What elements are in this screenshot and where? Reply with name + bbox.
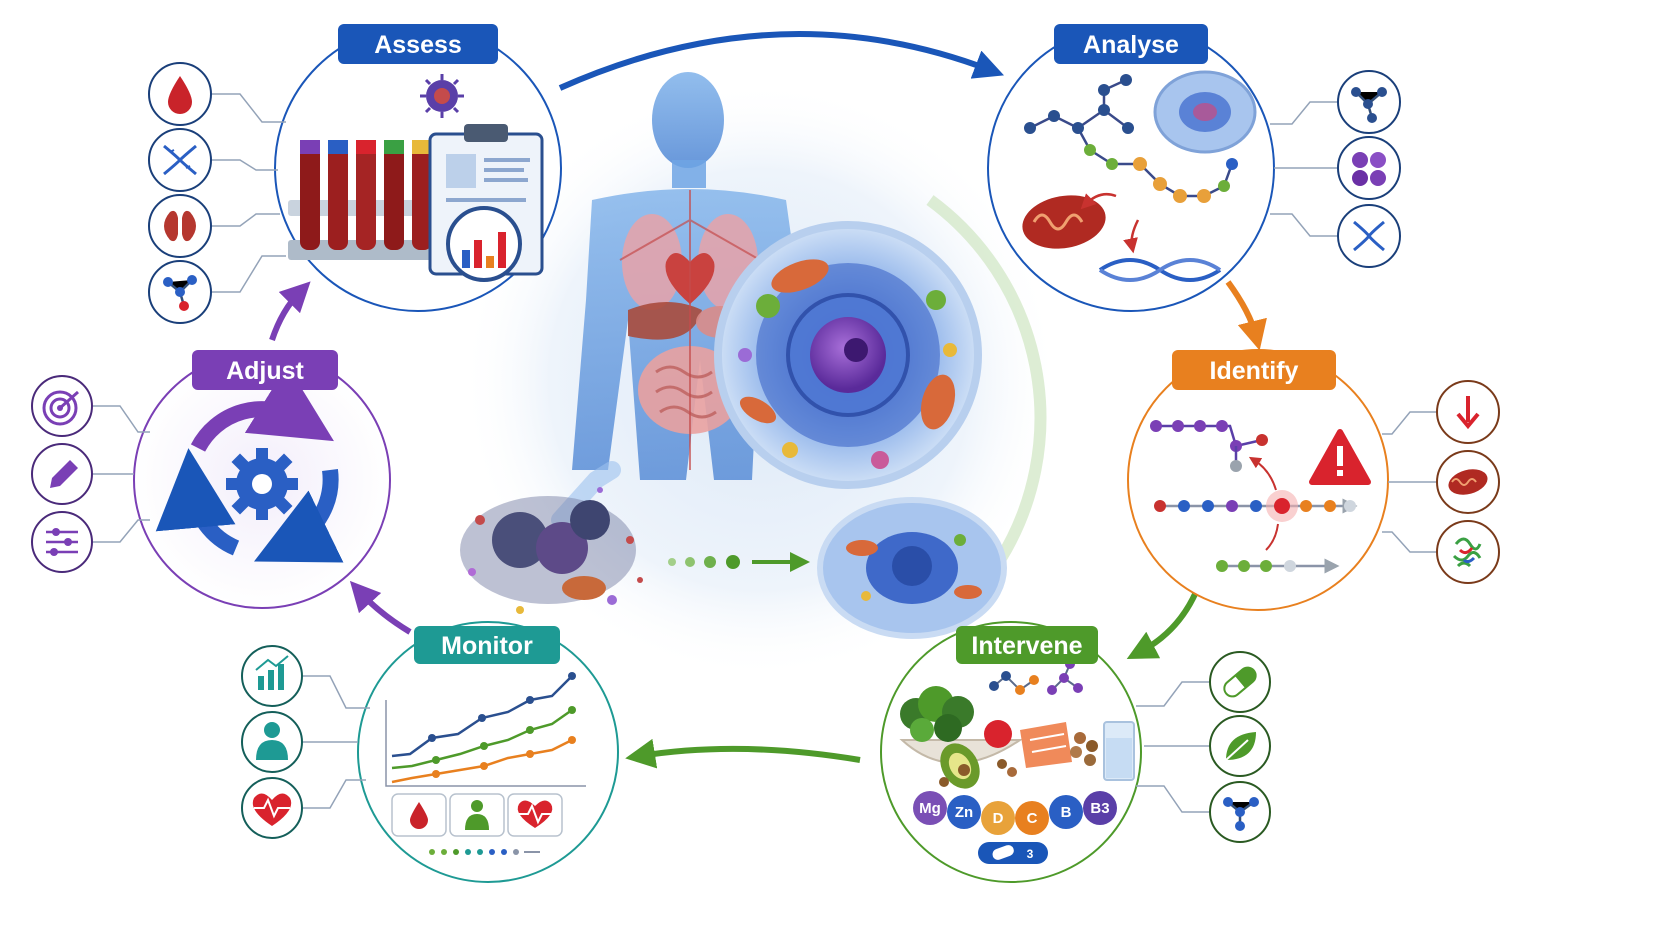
center-illustration xyxy=(460,72,1060,680)
dna-strand-illustration xyxy=(1098,258,1222,282)
person-card xyxy=(449,793,505,837)
dna-icon xyxy=(1337,204,1401,268)
virus-illustration xyxy=(420,74,464,118)
stage-identify: Identify xyxy=(1127,349,1500,611)
person-icon xyxy=(241,711,303,773)
stage-label-assess: Assess xyxy=(338,24,498,64)
mitochondria-icon xyxy=(1436,450,1500,514)
nutrient-label: C xyxy=(1027,810,1038,827)
nutrient-badge: C xyxy=(1015,801,1049,835)
stage-label-text: Identify xyxy=(1210,357,1299,385)
molecular-pathway-illustration xyxy=(1024,74,1238,203)
stage-label-text: Analyse xyxy=(1083,31,1179,59)
stage-monitor: Monitor xyxy=(241,621,619,883)
pathway-disruption-illustration xyxy=(1150,420,1358,574)
arrow-assess-to-analyse xyxy=(558,31,1005,91)
restored-cell-illustration xyxy=(817,497,1007,639)
heartbeat-icon xyxy=(241,777,303,839)
protein-icon xyxy=(1436,520,1500,584)
magnifier-chart-illustration xyxy=(446,206,522,282)
stage-label-text: Intervene xyxy=(971,632,1082,660)
test-tubes-illustration xyxy=(288,140,448,260)
gear-icon xyxy=(226,448,298,520)
blood-drop-card xyxy=(391,793,447,837)
warning-icon xyxy=(1309,429,1371,485)
stage-assess: Assess xyxy=(148,24,562,324)
stage-label-monitor: Monitor xyxy=(414,626,560,664)
nutrient-badge: B xyxy=(1049,795,1083,829)
capsule-icon xyxy=(1209,651,1271,713)
nutrient-badge: B3 xyxy=(1083,791,1117,825)
arrow-analyse-to-identify xyxy=(1225,280,1267,351)
bar-chart-icon xyxy=(241,645,303,707)
identify-connectors xyxy=(1382,411,1437,553)
heartbeat-card xyxy=(507,793,563,837)
stage-label-adjust: Adjust xyxy=(192,350,338,390)
nutrient-label: B3 xyxy=(1090,800,1109,817)
analyse-connectors xyxy=(1270,101,1338,237)
down-arrow-icon xyxy=(1436,380,1500,444)
sliders-icon xyxy=(31,511,93,573)
damaged-cell-illustration xyxy=(460,487,643,614)
dna-icon xyxy=(148,128,212,192)
molecule-icon xyxy=(1337,70,1401,134)
nutrient-label: B xyxy=(1061,804,1072,821)
stage-label-analyse: Analyse xyxy=(1054,24,1208,64)
nutrient-label: Zn xyxy=(955,804,973,821)
stage-label-text: Monitor xyxy=(441,632,533,660)
healthy-cell-illustration xyxy=(714,221,982,489)
nutrient-label: Mg xyxy=(919,800,941,817)
cycle-arrows xyxy=(269,31,1267,769)
pencil-icon xyxy=(31,443,93,505)
arrow-monitor-to-adjust xyxy=(349,580,412,635)
trend-chart-illustration xyxy=(385,672,586,787)
stage-intervene: Mg Zn D C B B3 xyxy=(880,621,1271,883)
stage-label-intervene: Intervene xyxy=(956,626,1098,664)
stage-label-text: Assess xyxy=(374,31,462,59)
arrow-intervene-to-monitor xyxy=(625,738,861,769)
arrow-identify-to-intervene xyxy=(1126,590,1199,659)
stage-adjust: Adjust xyxy=(31,350,391,609)
stage-label-identify: Identify xyxy=(1172,350,1336,390)
assess-connectors xyxy=(211,93,286,293)
transition-arrow xyxy=(668,552,810,572)
supplement-pill-badge: 3 xyxy=(978,842,1048,864)
molecule-icon xyxy=(148,260,212,324)
nutrient-badges: Mg Zn D C B B3 xyxy=(913,791,1117,835)
progress-dots xyxy=(429,849,540,855)
nutrient-badge: Zn xyxy=(947,795,981,829)
intervene-connectors xyxy=(1136,681,1210,813)
nutrient-badge: D xyxy=(981,801,1015,835)
target-icon xyxy=(31,375,93,437)
stage-label-text: Adjust xyxy=(226,357,304,385)
refresh-cycle-illustration xyxy=(155,364,344,563)
adjust-connectors xyxy=(92,405,150,543)
nutrient-badge: Mg xyxy=(913,791,947,825)
supplement-count: 3 xyxy=(1027,847,1034,861)
molecule-icon xyxy=(1209,781,1271,843)
food-nutrition-illustration xyxy=(899,659,1135,789)
nutrient-label: D xyxy=(993,810,1004,827)
kidney-icon xyxy=(148,194,212,258)
blood-drop-icon xyxy=(148,62,212,126)
arrow-adjust-to-assess xyxy=(269,281,311,341)
cell-small-illustration xyxy=(1153,70,1257,154)
monitor-connectors xyxy=(302,675,370,809)
monitor-mini-cards xyxy=(391,793,563,837)
stage-analyse: Analyse xyxy=(987,24,1401,312)
protein-cluster-icon xyxy=(1337,136,1401,200)
leaf-icon xyxy=(1209,715,1271,777)
